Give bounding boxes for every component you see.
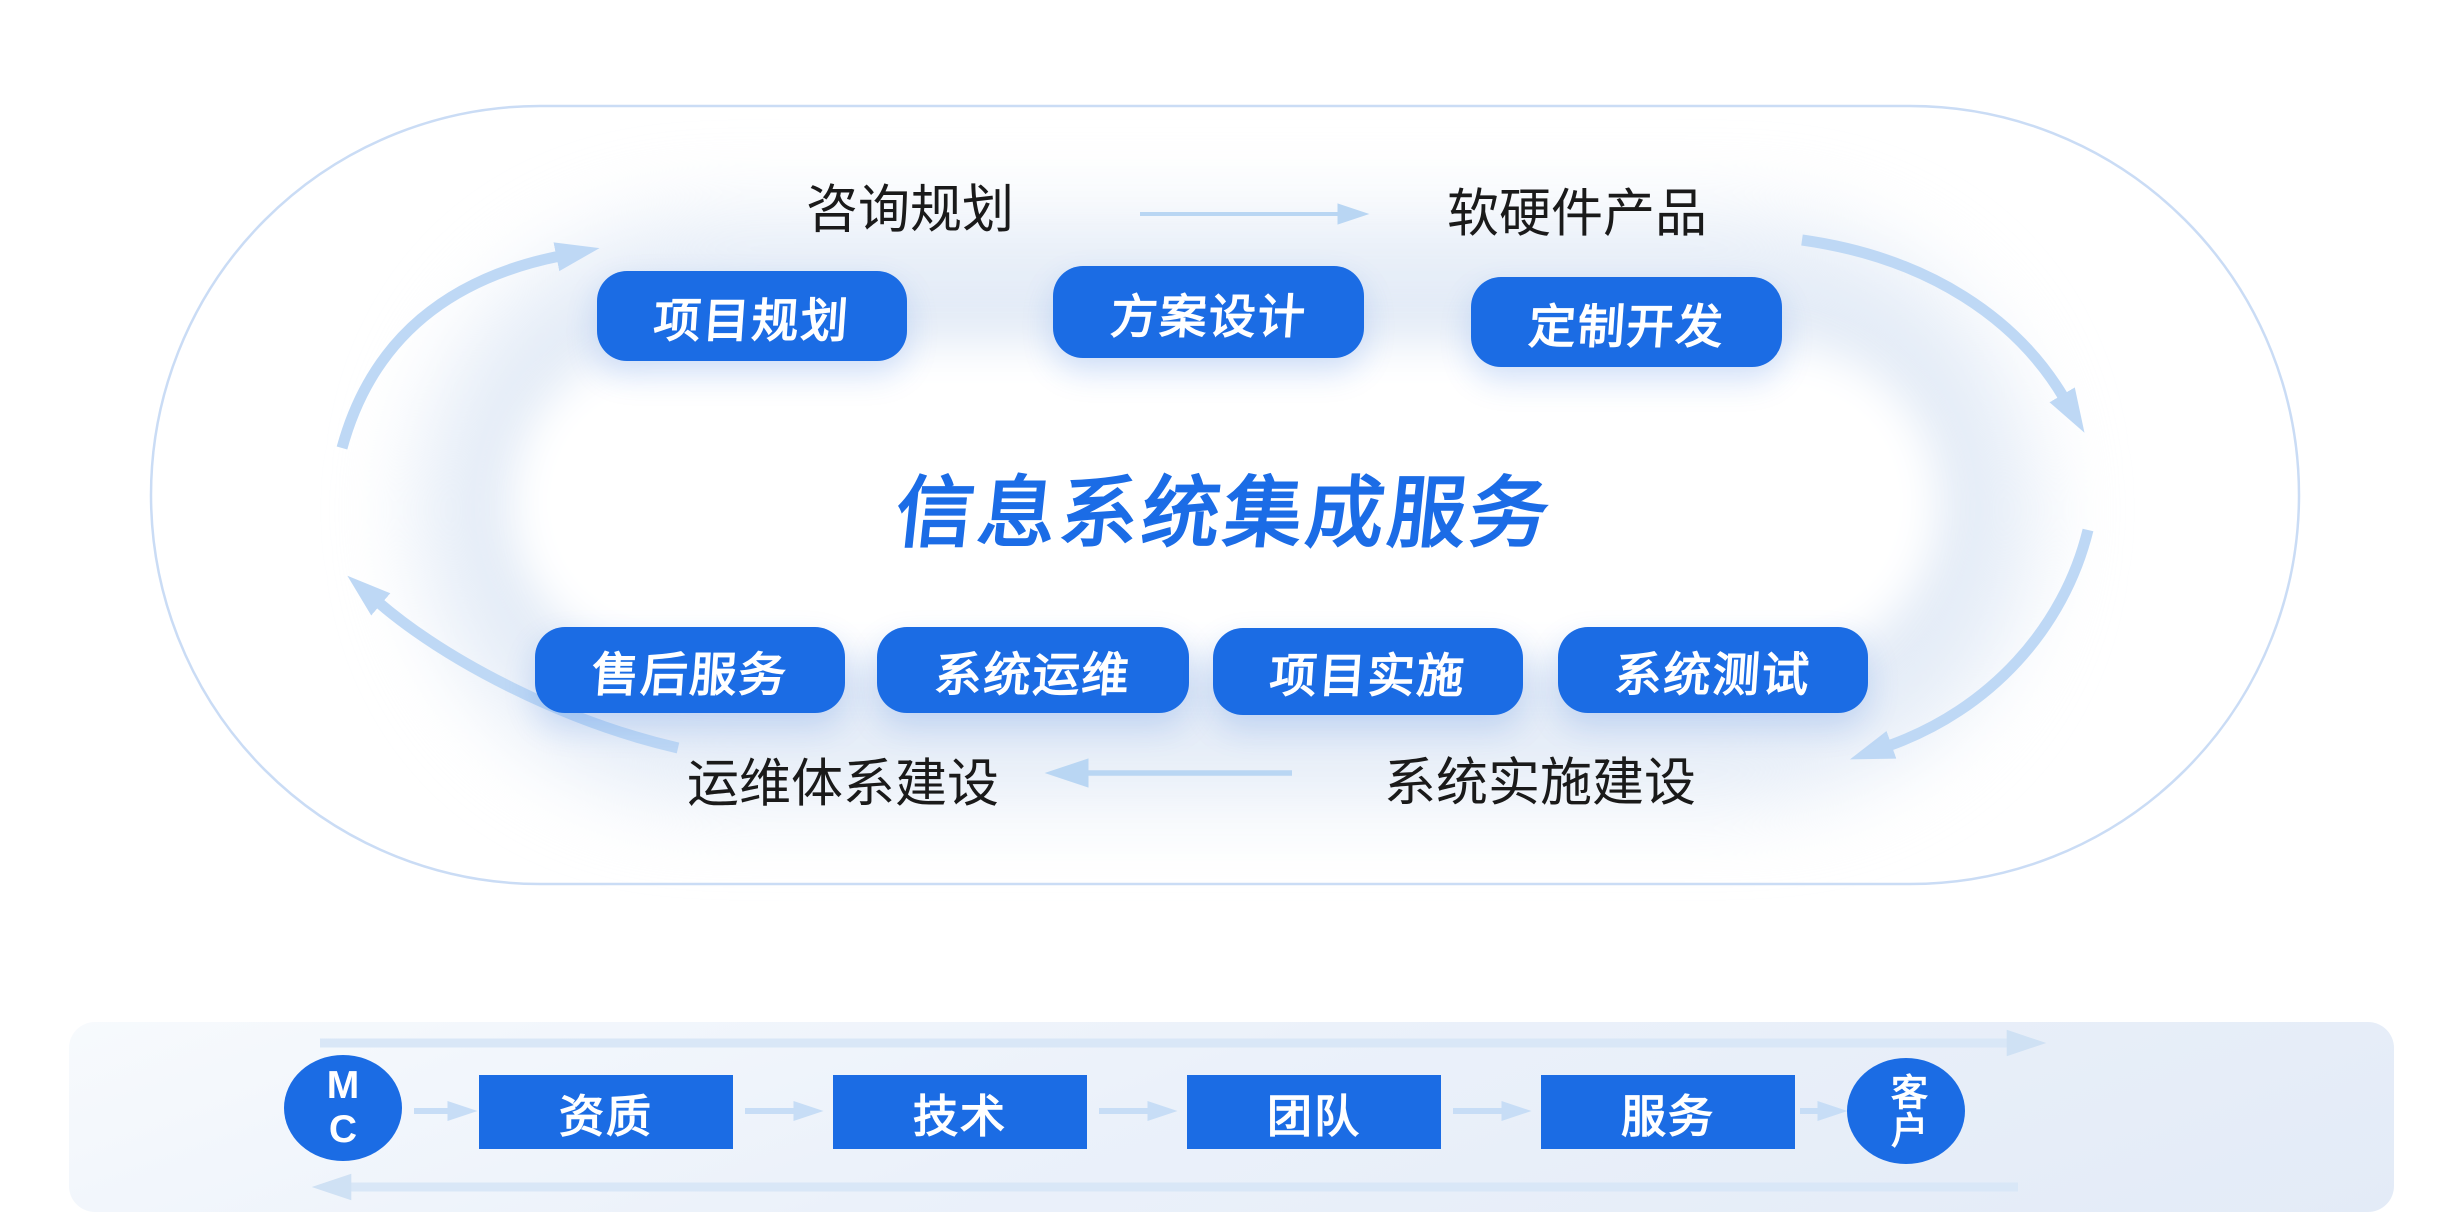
stage-label-maintenance: 运维体系建设 bbox=[686, 755, 1000, 814]
outer-ring bbox=[149, 104, 2301, 886]
cycle-title: 信息系统集成服务 bbox=[891, 469, 1557, 557]
pipeline-step-technology: 技术 bbox=[833, 1075, 1087, 1149]
center-highlight bbox=[510, 345, 1940, 660]
stage-label-consulting: 咨询规划 bbox=[805, 181, 1015, 240]
cycle-arc-bottom-left-icon bbox=[347, 575, 680, 754]
cycle-arc-bottom-right-icon bbox=[1849, 528, 2094, 760]
pipeline-step-team: 团队 bbox=[1187, 1075, 1441, 1149]
stage-label-products: 软硬件产品 bbox=[1446, 185, 1708, 244]
stage-label-implementation: 系统实施建设 bbox=[1383, 754, 1697, 813]
pill-project-planning: 项目规划 bbox=[597, 271, 907, 361]
pipeline-start-label: MC bbox=[321, 1064, 365, 1152]
pill-solution-design: 方案设计 bbox=[1053, 266, 1364, 358]
pill-system-operation: 系统运维 bbox=[877, 627, 1189, 713]
pipeline-step-service: 服务 bbox=[1541, 1075, 1795, 1149]
pipeline-start-node: MC bbox=[284, 1055, 402, 1161]
pill-project-implementation: 项目实施 bbox=[1213, 628, 1523, 715]
cycle-arc-top-right-icon bbox=[1801, 234, 2085, 433]
pill-custom-development: 定制开发 bbox=[1471, 277, 1782, 367]
pipeline-customer-node: 客户 bbox=[1847, 1058, 1965, 1164]
pipeline-customer-label: 客户 bbox=[1885, 1073, 1927, 1149]
cycle-arc-top-left-icon bbox=[336, 242, 600, 450]
pill-system-testing: 系统测试 bbox=[1558, 627, 1868, 713]
pill-after-sales-service: 售后服务 bbox=[535, 627, 845, 713]
pipeline-step-qualification: 资质 bbox=[479, 1075, 733, 1149]
